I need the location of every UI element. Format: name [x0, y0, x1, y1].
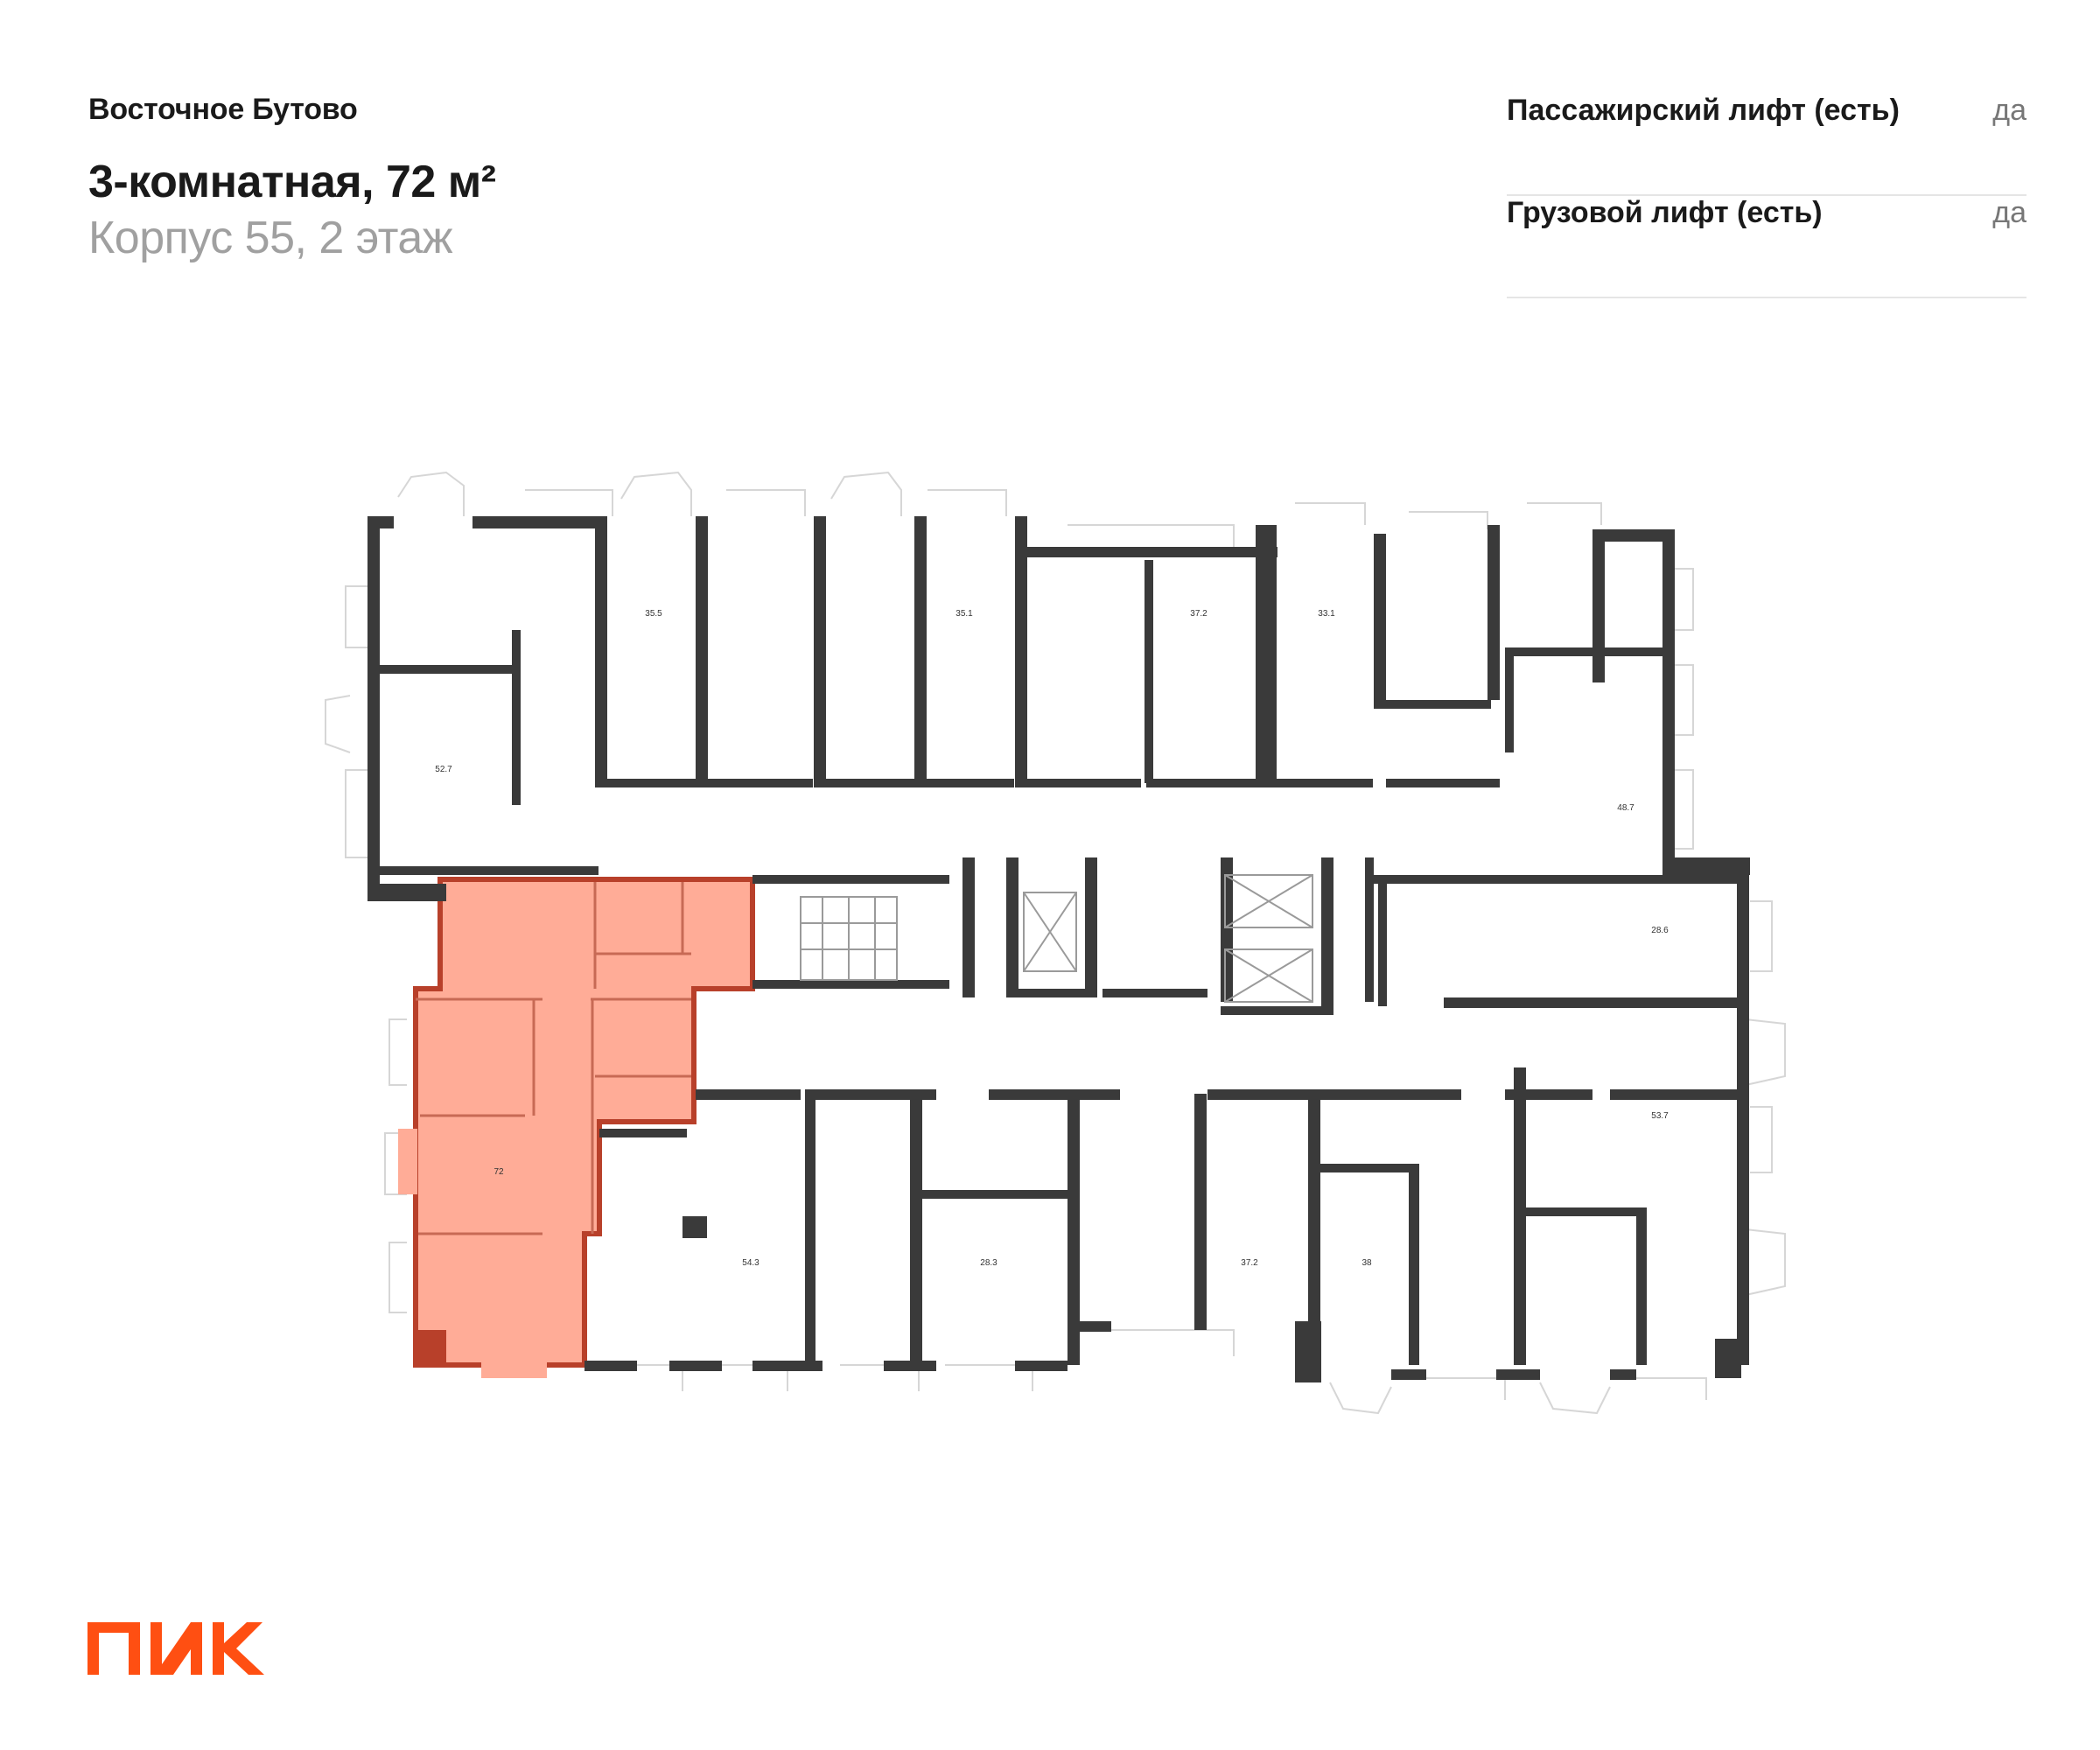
room-area-label: 28.6 — [1651, 926, 1669, 935]
feature-label: Грузовой лифт (есть) — [1507, 196, 1823, 229]
room-area-label: 37.2 — [1190, 609, 1208, 619]
room-area-label: 38 — [1362, 1258, 1372, 1268]
feature-passenger-lift: Пассажирский лифт (есть) да — [1507, 93, 2026, 196]
feature-freight-lift: Грузовой лифт (есть) да — [1507, 195, 2026, 298]
apartment-title: 3-комнатная, 72 м² — [88, 157, 496, 207]
feature-label: Пассажирский лифт (есть) — [1507, 94, 1900, 127]
room-area-label: 53.7 — [1651, 1111, 1669, 1121]
room-labels: 35.5 35.1 37.2 33.1 52.7 48.7 28.6 53.7 … — [435, 609, 1669, 1268]
room-area-label: 35.1 — [956, 609, 973, 619]
highlighted-apartment[interactable]: 72 — [398, 877, 755, 1378]
room-area-label: 52.7 — [435, 765, 452, 774]
feature-value: да — [1992, 94, 2026, 127]
room-area-label: 54.3 — [742, 1258, 760, 1268]
room-area-label: 48.7 — [1617, 803, 1634, 813]
core-elements — [800, 874, 1313, 1003]
complex-name: Восточное Бутово — [88, 93, 358, 126]
room-area-label: 37.2 — [1241, 1258, 1258, 1268]
room-area-label: 72 — [494, 1167, 504, 1177]
room-area-label: 35.5 — [645, 609, 662, 619]
walls — [368, 516, 1750, 1382]
pik-logo — [88, 1622, 264, 1675]
room-area-label: 28.3 — [980, 1258, 998, 1268]
room-area-label: 33.1 — [1318, 609, 1335, 619]
building-floor: Корпус 55, 2 этаж — [88, 213, 453, 263]
feature-value: да — [1992, 196, 2026, 229]
